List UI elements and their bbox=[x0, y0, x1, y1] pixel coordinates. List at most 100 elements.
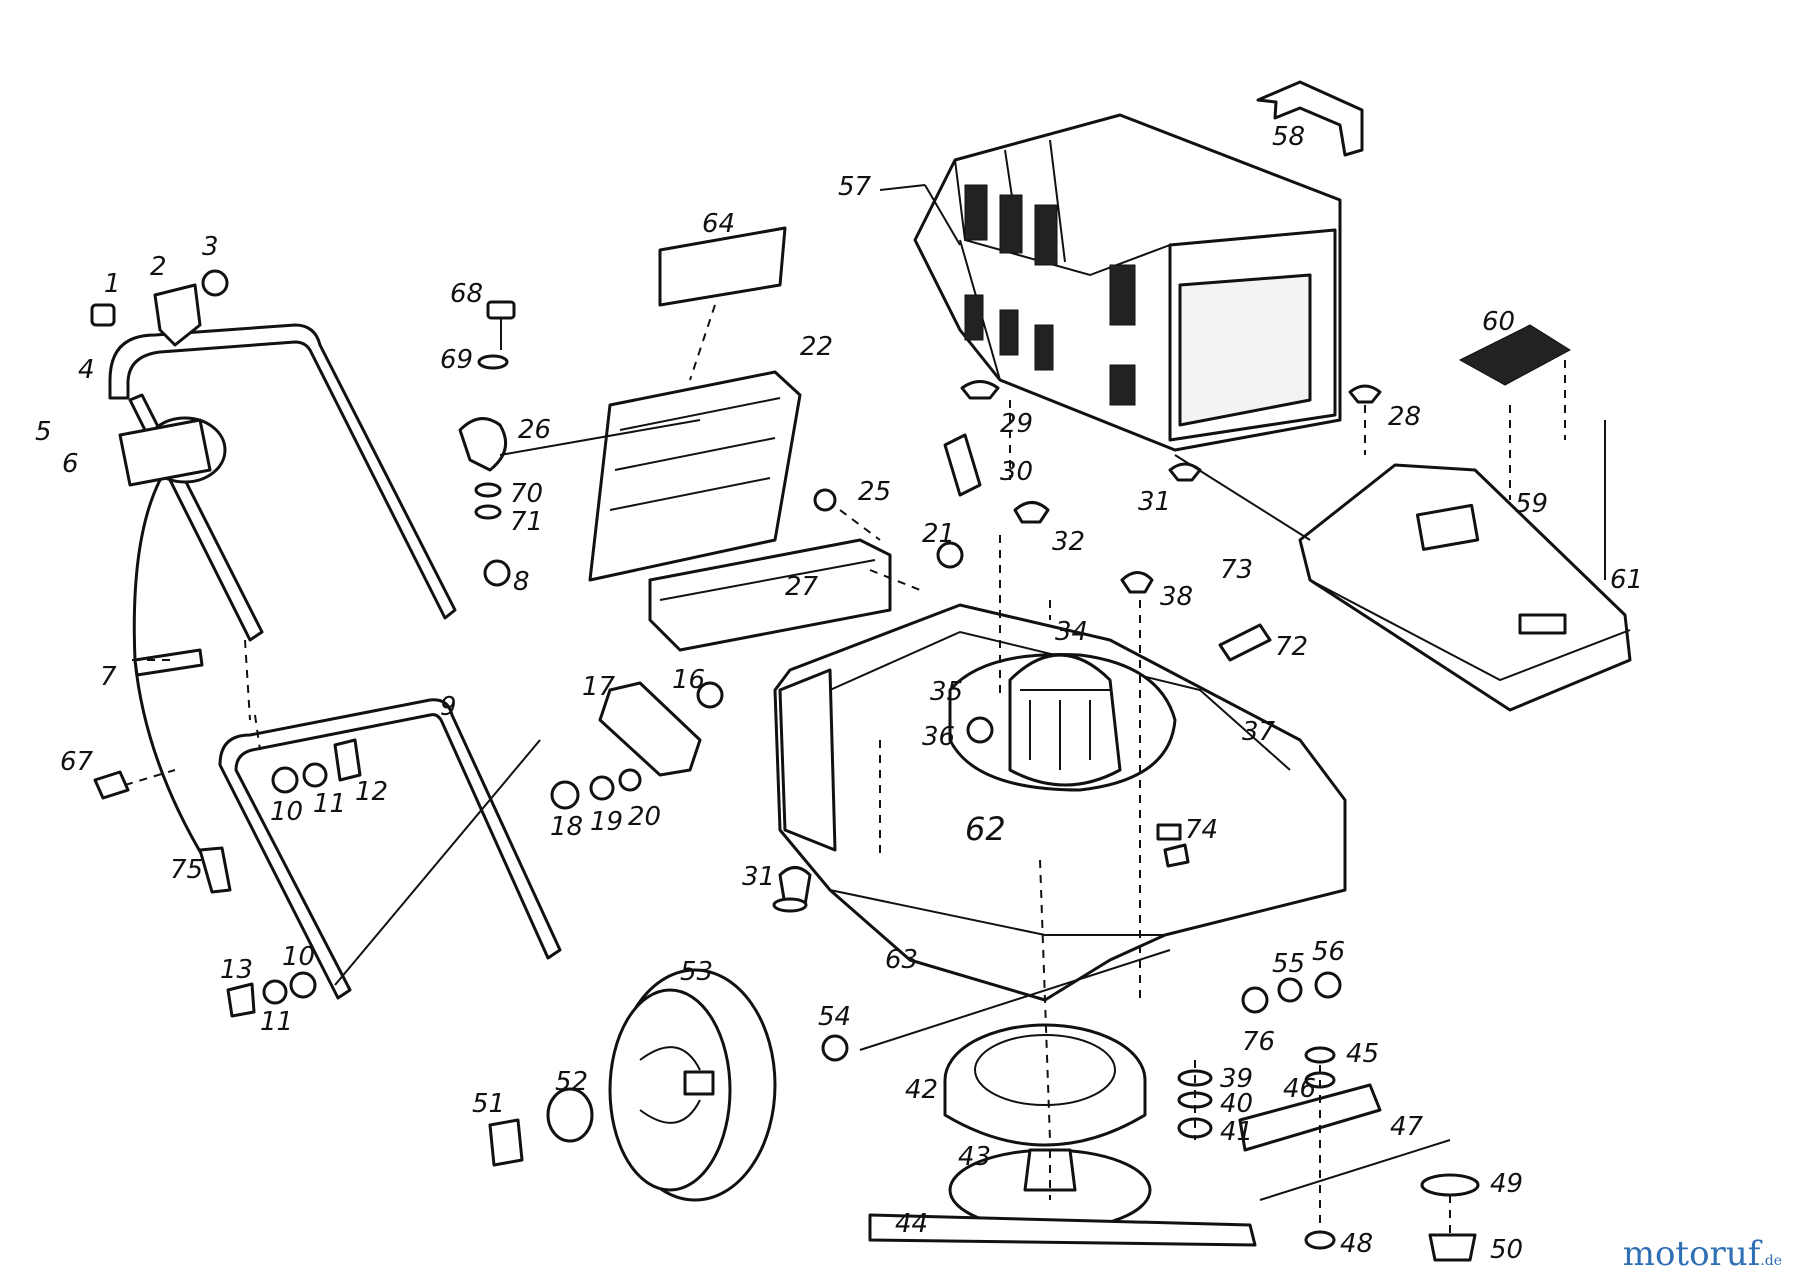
callout-43: 43 bbox=[958, 1142, 991, 1172]
clip-67 bbox=[93, 770, 130, 800]
callout-21: 21 bbox=[922, 519, 955, 549]
leader-lines bbox=[124, 184, 1606, 1235]
callout-76: 76 bbox=[1242, 1027, 1275, 1057]
callout-62: 62 bbox=[965, 810, 1006, 848]
callout-51: 51 bbox=[472, 1089, 505, 1119]
callout-6: 6 bbox=[62, 449, 79, 479]
callout-34: 34 bbox=[1055, 617, 1088, 647]
callout-8: 8 bbox=[513, 567, 530, 597]
upper-handle bbox=[108, 323, 457, 642]
callout-22: 22 bbox=[800, 332, 833, 362]
fasteners-left bbox=[226, 559, 511, 1018]
callout-38: 38 bbox=[1160, 582, 1193, 612]
callout-71: 71 bbox=[510, 507, 543, 537]
fan-housing bbox=[943, 1023, 1147, 1147]
callout-10a: 10 bbox=[270, 797, 303, 827]
callout-11a: 11 bbox=[313, 789, 346, 819]
watermark-suffix: .de bbox=[1760, 1253, 1782, 1269]
callout-37: 37 bbox=[1242, 717, 1276, 747]
callout-31a: 31 bbox=[1138, 487, 1171, 517]
callout-53: 53 bbox=[680, 957, 713, 987]
callout-20: 20 bbox=[628, 802, 661, 832]
callouts: 1 2 3 4 5 6 7 8 9 10 11 12 13 10 11 16 1… bbox=[35, 122, 1643, 1265]
callout-3: 3 bbox=[202, 232, 219, 262]
callout-68: 68 bbox=[450, 279, 483, 309]
hub-cap bbox=[546, 1087, 594, 1143]
callout-2: 2 bbox=[150, 252, 167, 282]
callout-18: 18 bbox=[550, 812, 583, 842]
blade bbox=[868, 1213, 1257, 1247]
callout-4: 4 bbox=[78, 355, 95, 385]
callout-26: 26 bbox=[518, 415, 551, 445]
callout-12: 12 bbox=[355, 777, 388, 807]
cable-clip bbox=[133, 648, 204, 677]
callout-72: 72 bbox=[1275, 632, 1308, 662]
callout-46: 46 bbox=[1283, 1074, 1316, 1104]
label-plate bbox=[658, 226, 787, 307]
wheel-cap-51 bbox=[488, 1118, 524, 1167]
callout-69: 69 bbox=[440, 345, 473, 375]
callout-10b: 10 bbox=[282, 942, 315, 972]
callout-41: 41 bbox=[1220, 1117, 1253, 1147]
wheel bbox=[608, 968, 777, 1202]
callout-48: 48 bbox=[1340, 1229, 1373, 1259]
callout-70: 70 bbox=[510, 479, 543, 509]
callout-1: 1 bbox=[104, 269, 121, 299]
callout-39: 39 bbox=[1220, 1064, 1253, 1094]
callout-36: 36 bbox=[922, 722, 955, 752]
callout-55: 55 bbox=[1272, 949, 1305, 979]
callout-19: 19 bbox=[590, 807, 623, 837]
cable-plug bbox=[198, 846, 232, 894]
callout-17: 17 bbox=[582, 672, 616, 702]
callout-47: 47 bbox=[1390, 1112, 1424, 1142]
callout-54: 54 bbox=[818, 1002, 851, 1032]
callout-29: 29 bbox=[1000, 409, 1033, 439]
washer-54 bbox=[821, 1034, 849, 1062]
site-watermark: motoruf.de bbox=[1623, 1234, 1782, 1274]
switch-assembly bbox=[90, 269, 229, 347]
motor bbox=[966, 653, 1122, 787]
callout-28: 28 bbox=[1388, 402, 1421, 432]
callout-11b: 11 bbox=[260, 1007, 293, 1037]
callout-42: 42 bbox=[905, 1075, 938, 1105]
callout-13: 13 bbox=[220, 955, 253, 985]
grass-catcher bbox=[913, 113, 1342, 452]
callout-7: 7 bbox=[100, 662, 117, 692]
callout-64: 64 bbox=[702, 209, 735, 239]
lower-handle bbox=[218, 698, 562, 1000]
callout-32: 32 bbox=[1052, 527, 1085, 557]
callout-75: 75 bbox=[170, 855, 203, 885]
callout-5: 5 bbox=[35, 417, 52, 447]
callout-60: 60 bbox=[1482, 307, 1515, 337]
watermark-name: motoruf bbox=[1622, 1234, 1761, 1274]
callout-30: 30 bbox=[1000, 457, 1033, 487]
callout-31b: 31 bbox=[742, 862, 775, 892]
callout-35: 35 bbox=[930, 677, 963, 707]
callout-44: 44 bbox=[895, 1209, 928, 1239]
spring-assembly bbox=[458, 300, 516, 520]
callout-61: 61 bbox=[1610, 565, 1643, 595]
rear-flap bbox=[588, 370, 802, 582]
callout-25: 25 bbox=[858, 477, 891, 507]
callout-27: 27 bbox=[785, 572, 819, 602]
callout-58: 58 bbox=[1272, 122, 1305, 152]
callout-52: 52 bbox=[555, 1067, 588, 1097]
callout-50: 50 bbox=[1490, 1235, 1523, 1265]
callout-73: 73 bbox=[1220, 555, 1253, 585]
callout-56: 56 bbox=[1312, 937, 1345, 967]
callout-67: 67 bbox=[60, 747, 94, 777]
blade-plate-47 bbox=[1238, 1083, 1382, 1152]
catcher-handle bbox=[1256, 80, 1364, 157]
vent-grate bbox=[1458, 324, 1571, 386]
callout-9: 9 bbox=[440, 692, 457, 722]
callout-40: 40 bbox=[1220, 1089, 1253, 1119]
callout-16: 16 bbox=[672, 665, 705, 695]
clamp-parts bbox=[550, 681, 724, 810]
callout-49: 49 bbox=[1490, 1169, 1523, 1199]
motor-cover bbox=[1298, 463, 1632, 712]
callout-45: 45 bbox=[1346, 1039, 1379, 1069]
callout-63: 63 bbox=[885, 945, 918, 975]
callout-59: 59 bbox=[1515, 489, 1548, 519]
deck-screws bbox=[772, 380, 1382, 913]
